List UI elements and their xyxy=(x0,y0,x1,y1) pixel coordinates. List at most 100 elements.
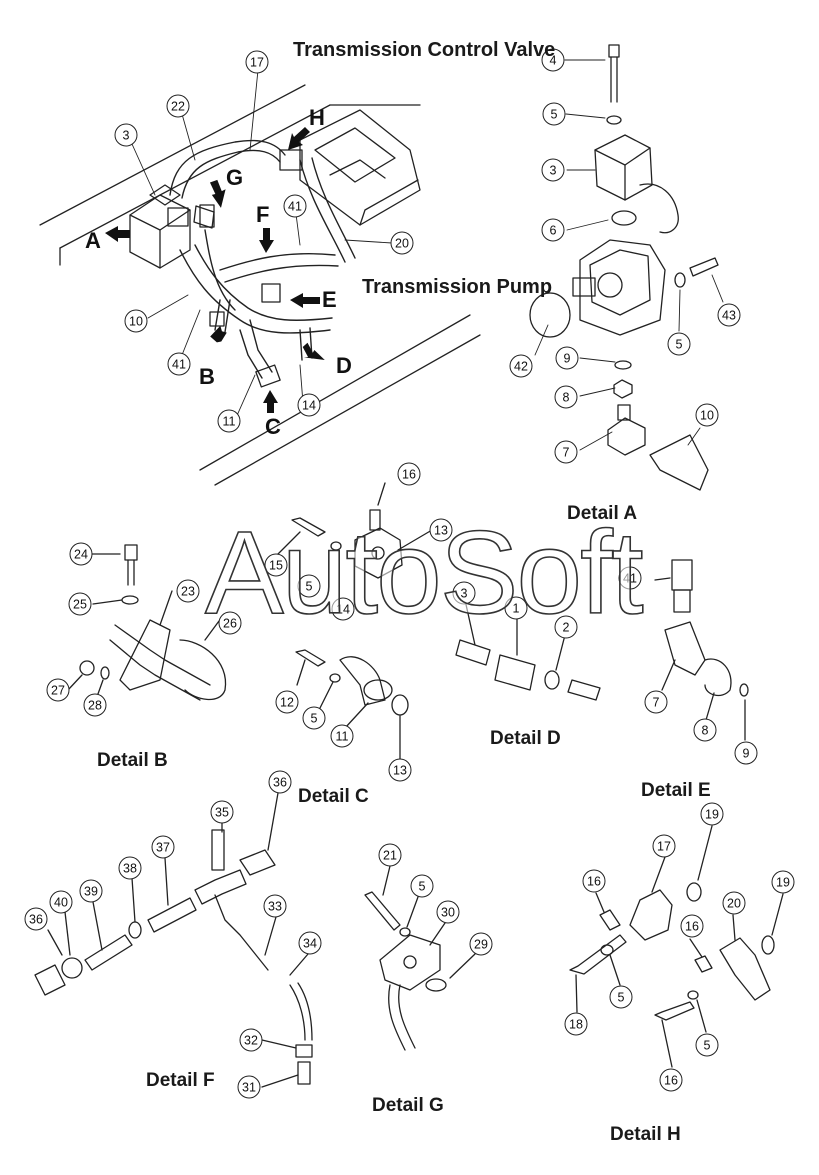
engine-block xyxy=(299,109,421,226)
callout-number: 20 xyxy=(727,897,741,911)
leader-lines xyxy=(131,59,724,451)
view-letter-h: H xyxy=(309,105,325,130)
callout-circle xyxy=(680,914,704,938)
callout-circle xyxy=(390,231,414,255)
callout-number: 23 xyxy=(181,585,195,599)
callout-number: 7 xyxy=(563,446,570,460)
callout-circle xyxy=(554,440,578,464)
callout-circle xyxy=(264,553,288,577)
callout-9: 9 xyxy=(555,346,579,370)
callout-circle xyxy=(429,518,453,542)
callout-circle xyxy=(176,579,200,603)
callout-number: 16 xyxy=(402,468,416,482)
callout-10: 10 xyxy=(695,403,719,427)
callout-circle xyxy=(302,706,326,730)
callout-number: 16 xyxy=(685,920,699,934)
callout-28: 28 xyxy=(83,693,107,717)
callout-number: 5 xyxy=(551,108,558,122)
detail-h-drawing xyxy=(569,825,784,1068)
callout-circle xyxy=(452,581,476,605)
callout-circle xyxy=(49,890,73,914)
callout-number: 18 xyxy=(569,1018,583,1032)
callout-number: 22 xyxy=(171,100,185,114)
callout-circle xyxy=(652,834,676,858)
callout-circles: 4536172234120104111144294358710161551314… xyxy=(24,48,795,1099)
callout-8: 8 xyxy=(554,385,578,409)
callout-3: 3 xyxy=(541,158,565,182)
callout-circle xyxy=(388,758,412,782)
callout-number: 2 xyxy=(563,621,570,635)
callout-number: 4 xyxy=(550,54,557,68)
title-detail-d: Detail D xyxy=(490,728,561,749)
callout-number: 3 xyxy=(550,164,557,178)
view-arrows xyxy=(105,127,325,413)
callout-number: 40 xyxy=(54,896,68,910)
view-letter-f: F xyxy=(256,202,270,227)
callout-27: 27 xyxy=(46,678,70,702)
callout-14: 14 xyxy=(331,597,355,621)
callout-number: 41 xyxy=(288,200,302,214)
title-detail-c: Detail C xyxy=(298,786,369,807)
title-detail-a: Detail A xyxy=(567,503,638,524)
callout-circle xyxy=(83,693,107,717)
title-detail-b: Detail B xyxy=(97,750,168,771)
callout-circle xyxy=(436,900,460,924)
callout-circle xyxy=(239,1028,263,1052)
callout-3: 3 xyxy=(114,123,138,147)
callout-17: 17 xyxy=(245,50,269,74)
detail-d-drawing xyxy=(455,599,601,701)
callout-circle xyxy=(283,194,307,218)
callout-circle xyxy=(218,611,242,635)
callout-circle xyxy=(667,332,691,356)
title-detail-g: Detail G xyxy=(372,1095,444,1116)
flange-parts xyxy=(274,482,433,579)
title-detail-h: Detail H xyxy=(610,1124,681,1145)
callout-circle xyxy=(717,303,741,327)
callout-number: 9 xyxy=(564,352,571,366)
callout-number: 9 xyxy=(743,747,750,761)
callout-circle xyxy=(210,800,234,824)
callout-36: 36 xyxy=(268,770,292,794)
callout-number: 14 xyxy=(336,603,350,617)
callout-circle xyxy=(695,1033,719,1057)
callout-38: 38 xyxy=(118,856,142,880)
callout-number: 13 xyxy=(393,764,407,778)
detail-g-drawing xyxy=(364,865,476,1051)
callout-39: 39 xyxy=(79,879,103,903)
hoses xyxy=(169,139,356,379)
callout-number: 29 xyxy=(474,938,488,952)
callout-circle xyxy=(564,1012,588,1036)
view-letter-g: G xyxy=(226,165,244,190)
callout-circle xyxy=(167,352,191,376)
callout-circle xyxy=(469,932,493,956)
callout-circle xyxy=(695,403,719,427)
detail-e-drawing xyxy=(654,559,749,741)
callout-circle xyxy=(541,158,565,182)
callout-circle xyxy=(46,678,70,702)
callout-circle xyxy=(263,894,287,918)
callout-circle xyxy=(397,462,421,486)
callout-number: 10 xyxy=(129,315,143,329)
callout-number: 12 xyxy=(280,696,294,710)
callout-circle xyxy=(410,874,434,898)
callout-13: 13 xyxy=(429,518,453,542)
callout-number: 17 xyxy=(250,56,264,70)
callout-30: 30 xyxy=(436,900,460,924)
callout-circle xyxy=(330,724,354,748)
callout-circle xyxy=(297,574,321,598)
callout-number: 35 xyxy=(215,806,229,820)
control-valve-assembly xyxy=(129,184,215,269)
callout-number: 43 xyxy=(722,309,736,323)
callout-23: 23 xyxy=(176,579,200,603)
callout-circle xyxy=(114,123,138,147)
callout-circle xyxy=(79,879,103,903)
callout-number: 14 xyxy=(302,399,316,413)
callout-5: 5 xyxy=(695,1033,719,1057)
detail-b-drawing xyxy=(67,544,227,706)
callout-circle xyxy=(541,48,565,72)
callout-4: 4 xyxy=(541,48,565,72)
callout-42: 42 xyxy=(509,354,533,378)
view-letter-a: A xyxy=(85,228,101,253)
callout-circle xyxy=(771,870,795,894)
